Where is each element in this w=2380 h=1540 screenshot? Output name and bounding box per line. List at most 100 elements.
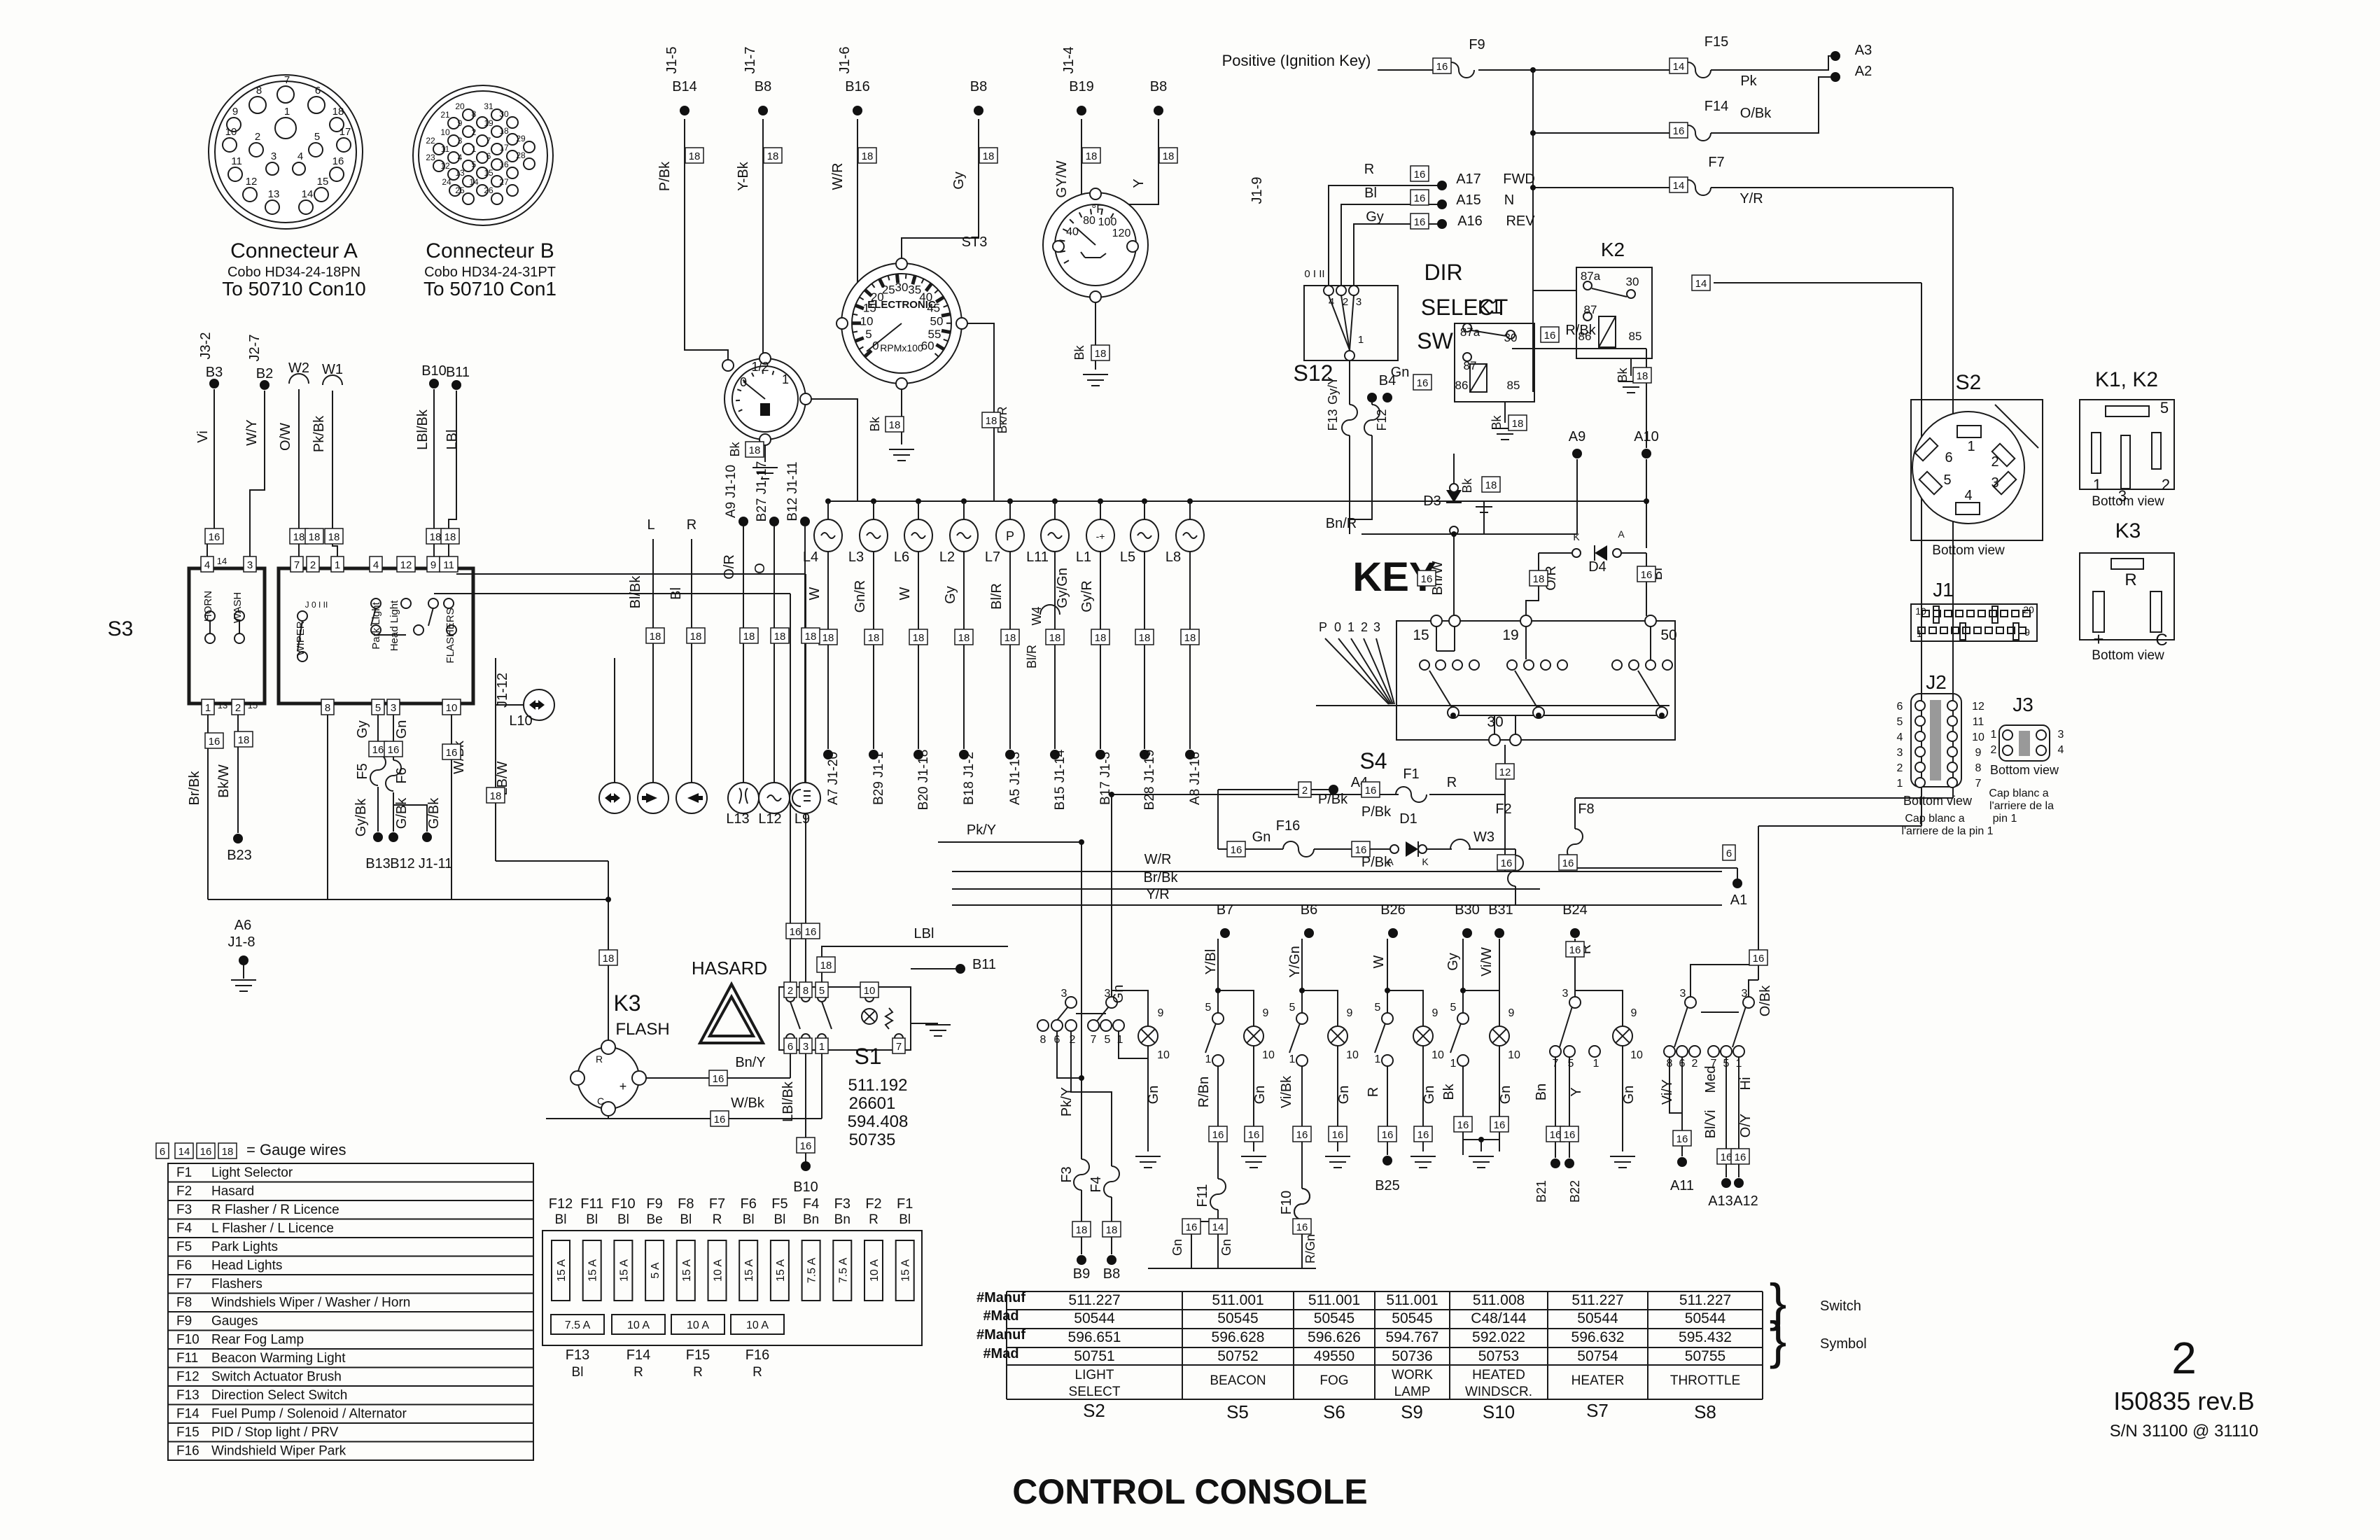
wire xyxy=(1575,990,1623,1026)
label-10: 10 xyxy=(1157,1049,1170,1061)
wire-gauge-value: 18 xyxy=(767,150,779,162)
wire-gauge-box xyxy=(439,556,458,573)
label-o-bk: O/Bk xyxy=(1740,106,1772,121)
tach-tick: 55 xyxy=(928,328,941,341)
connector-a-pin-label: 16 xyxy=(332,155,344,167)
label-5: 5 xyxy=(2160,399,2169,416)
s2-pin xyxy=(1914,437,1939,462)
contact-circle xyxy=(895,377,908,390)
label-3: 3 xyxy=(1562,988,1569,1000)
label-30: 30 xyxy=(1504,331,1518,344)
wire-gauge-box xyxy=(1082,147,1101,164)
wire-gauge-box xyxy=(1669,122,1688,139)
contact-circle xyxy=(1645,659,1656,671)
fusebox-id: F4 xyxy=(803,1196,819,1212)
wire-gauge-value: 14 xyxy=(1695,278,1707,290)
wire-gauge-value: 16 xyxy=(1248,1129,1260,1141)
part-number: 50751 xyxy=(1074,1348,1114,1364)
terminal-dot xyxy=(758,106,768,115)
switch-name: BEACON xyxy=(1210,1373,1266,1388)
wire-gauge-value: 16 xyxy=(1753,953,1765,965)
label-8: 8 xyxy=(1667,1058,1673,1070)
contact-circle xyxy=(276,85,295,104)
fusebox-id: F1 xyxy=(897,1196,913,1212)
wire-gauge-value: 18 xyxy=(689,150,701,162)
contact-circle xyxy=(226,117,241,132)
label-10: 10 xyxy=(1630,1049,1643,1061)
box xyxy=(1598,316,1616,348)
label-b8: B8 xyxy=(1150,79,1167,94)
wire-gauge-value: 16 xyxy=(1457,1119,1469,1131)
label-3: 3 xyxy=(2118,487,2127,505)
label-9: 9 xyxy=(1432,1007,1438,1019)
label-a: A xyxy=(1618,528,1625,540)
contact-circle xyxy=(1947,762,1958,773)
label-1: 1 xyxy=(1289,1054,1296,1065)
label-26601: 26601 xyxy=(849,1094,896,1113)
fuse-legend-code: F6 xyxy=(176,1259,192,1273)
tach-tick: 50 xyxy=(930,314,944,328)
wire-gauge-value: 18 xyxy=(490,790,502,802)
wire-gauge-value: 16 xyxy=(805,926,817,938)
wire-gauge-box xyxy=(954,629,974,645)
label-f7: F7 xyxy=(1708,155,1724,170)
label-fwd: FWD xyxy=(1503,172,1535,187)
wire-gauge-value: 16 xyxy=(1721,1152,1732,1163)
wire-gauge-value: 18 xyxy=(1512,418,1524,430)
contact-circle xyxy=(722,359,734,372)
contact-circle xyxy=(1448,615,1461,627)
contact-circle xyxy=(447,168,460,181)
box xyxy=(1996,626,2004,634)
contact-circle xyxy=(227,167,243,182)
label-k3: K3 xyxy=(613,990,640,1016)
wire xyxy=(863,349,873,358)
label-l10: L10 xyxy=(509,713,532,729)
label-b10: B10 xyxy=(421,363,447,379)
wire-gauge-box xyxy=(739,627,759,644)
wire-gauge-value: 16 xyxy=(800,1140,812,1152)
label-j1-4: J1-4 xyxy=(1061,47,1077,74)
fuse-legend-code: F7 xyxy=(176,1277,192,1292)
label-r: R xyxy=(1366,1087,1381,1097)
label-gy-gn: Gy/Gn xyxy=(1055,568,1070,608)
hazard-triangle-icon xyxy=(697,981,766,1044)
terminal-dot xyxy=(738,517,748,526)
label-a3: A3 xyxy=(1855,43,1872,58)
label-0: 0 xyxy=(1334,620,1341,634)
label-gn-r: Gn/R xyxy=(853,580,868,613)
label-1: 1 xyxy=(1991,729,1997,741)
wire-gauge-box xyxy=(864,629,883,645)
wire-gauge-value: 2 xyxy=(310,559,316,571)
label-9: 9 xyxy=(1631,1007,1637,1019)
fusebox-color: Bl xyxy=(572,1365,584,1380)
fusebox-amps: 7.5 A xyxy=(837,1257,849,1283)
label-j1-5: J1-5 xyxy=(664,47,680,74)
label--mad: #Mad xyxy=(983,1346,1018,1362)
part-number: 511.008 xyxy=(1473,1292,1525,1308)
wire-gauge-value: 16 xyxy=(1562,858,1574,869)
part-number: 596.651 xyxy=(1068,1329,1121,1345)
terminal-dot xyxy=(1140,750,1149,760)
label-a9: A9 xyxy=(1569,429,1586,444)
label-1: 1 xyxy=(1967,439,1975,454)
contact-circle xyxy=(1065,996,1077,1009)
fusebox-color: Bl xyxy=(899,1212,911,1227)
contact-circle xyxy=(1212,1012,1224,1025)
wire-gauge-box xyxy=(799,1037,813,1054)
wire xyxy=(738,409,743,412)
label-l5: L5 xyxy=(1120,550,1135,565)
wire-gauge-box xyxy=(1328,1126,1348,1142)
label-a7-j1-20: A7 J1-20 xyxy=(826,752,841,805)
label-o: O xyxy=(752,563,768,574)
contact-circle xyxy=(2036,729,2047,741)
label-j1-12: J1-12 xyxy=(495,673,510,708)
contact-circle xyxy=(506,184,519,197)
contact-circle xyxy=(1707,1045,1720,1058)
contact-circle xyxy=(1688,1045,1701,1058)
left-arrow-icon xyxy=(642,793,657,803)
wire-gauge-box xyxy=(745,441,764,458)
box xyxy=(2012,622,2019,640)
connector-a-pin-label: 14 xyxy=(302,188,314,200)
wire xyxy=(859,296,864,301)
wire xyxy=(1492,1028,1507,1044)
